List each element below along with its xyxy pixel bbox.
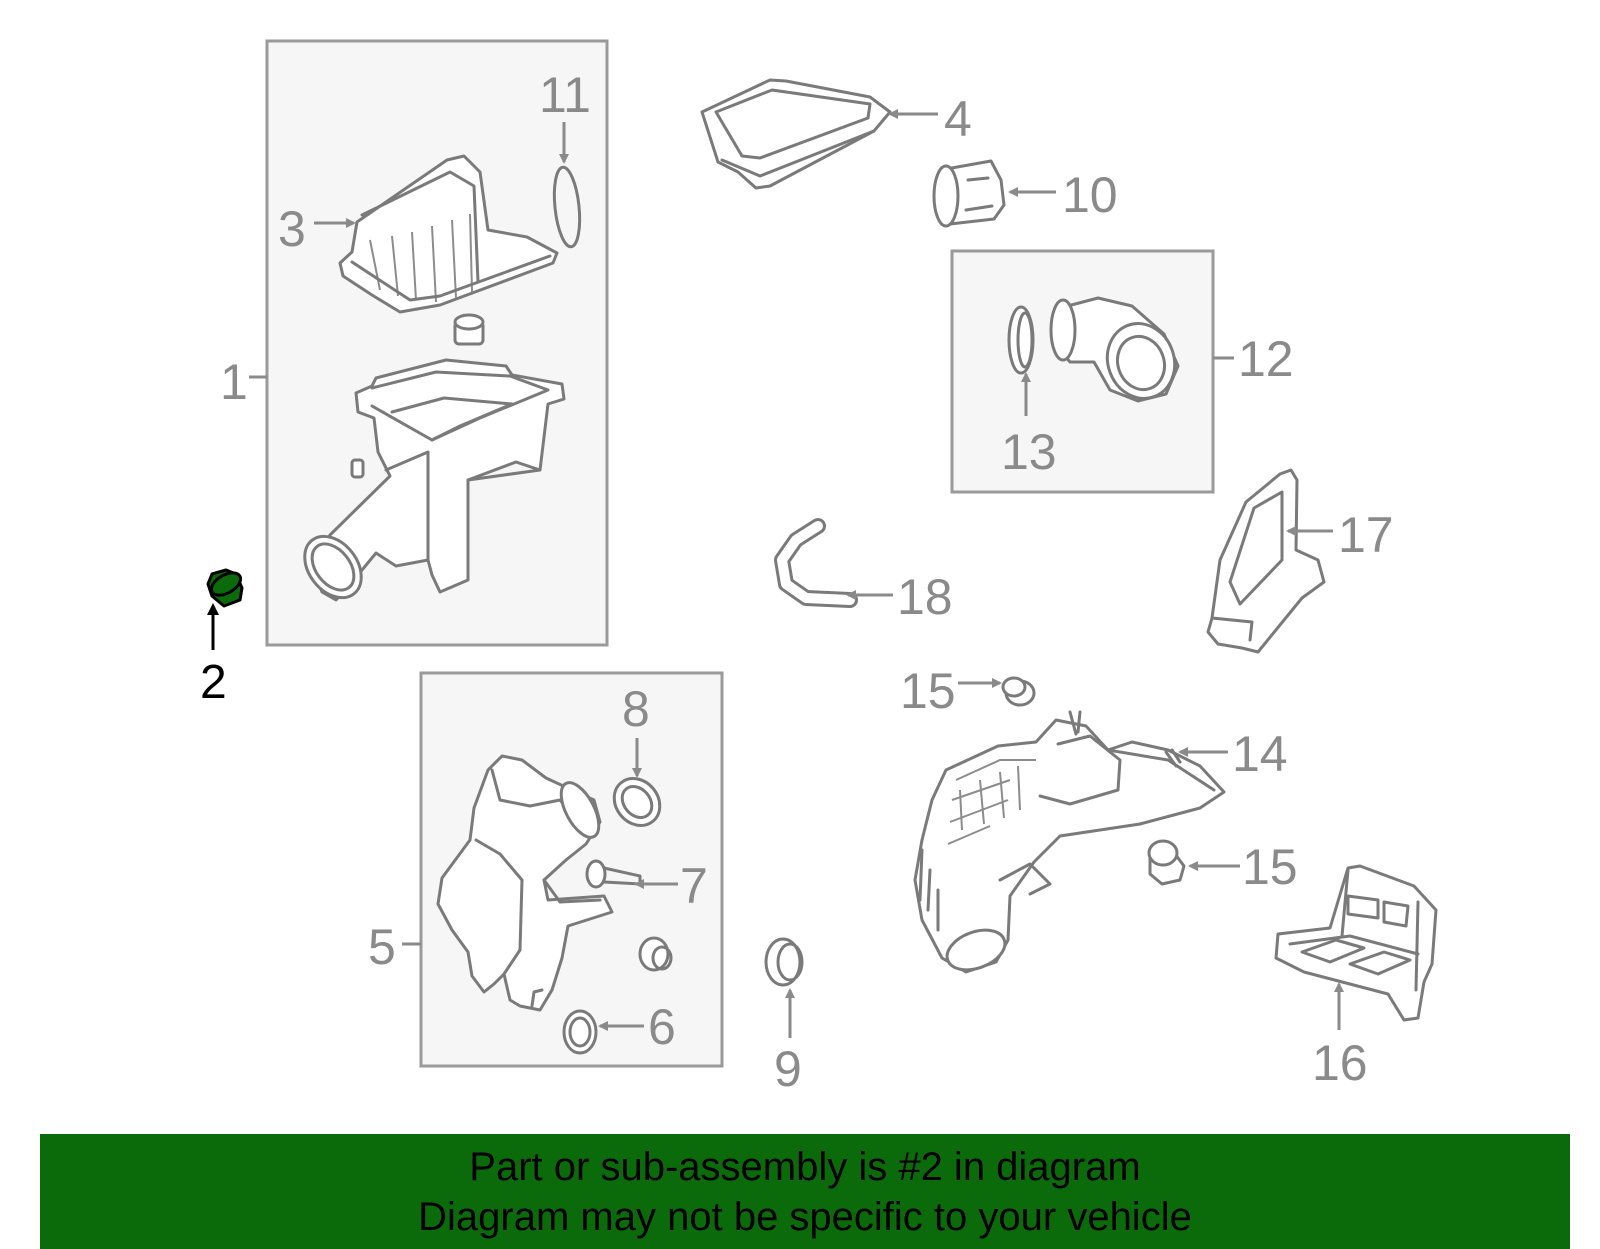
part-2-highlighted[interactable] bbox=[206, 568, 245, 608]
grommet-box-5[interactable] bbox=[638, 936, 673, 972]
part-6-seal[interactable] bbox=[562, 1009, 598, 1055]
callout-9: 9 bbox=[774, 1041, 802, 1097]
callout-15-upper: 15 bbox=[900, 663, 956, 719]
callout-4: 4 bbox=[944, 91, 972, 147]
part-15-clip-upper[interactable] bbox=[1001, 676, 1036, 707]
callout-14: 14 bbox=[1232, 726, 1288, 782]
part-12-outlet-duct[interactable] bbox=[1049, 296, 1185, 408]
callout-13: 13 bbox=[1001, 424, 1057, 480]
part-14-intake-duct[interactable] bbox=[913, 710, 1226, 977]
callout-2: 2 bbox=[200, 656, 227, 709]
part-5-resonator[interactable] bbox=[436, 754, 614, 1012]
callout-8: 8 bbox=[622, 681, 650, 737]
part-18-hose[interactable] bbox=[774, 518, 858, 608]
callout-16: 16 bbox=[1312, 1035, 1368, 1091]
part-16-shield[interactable] bbox=[1274, 864, 1438, 1022]
callout-3: 3 bbox=[278, 201, 306, 257]
callout-5: 5 bbox=[368, 919, 396, 975]
part-3-air-cleaner-cover[interactable] bbox=[338, 154, 559, 314]
callout-11: 11 bbox=[539, 67, 591, 123]
part-9-grommet[interactable] bbox=[764, 937, 804, 987]
part-11-seal[interactable] bbox=[551, 165, 583, 249]
callout-18: 18 bbox=[897, 569, 953, 625]
part-15-clip-lower[interactable] bbox=[1147, 839, 1186, 886]
grommet[interactable] bbox=[453, 313, 485, 346]
part-17-bracket[interactable] bbox=[1206, 468, 1326, 654]
banner-line-1: Part or sub-assembly is #2 in diagram bbox=[469, 1144, 1141, 1189]
part-4-filter-element[interactable] bbox=[700, 78, 892, 190]
part-13-clamp[interactable] bbox=[1007, 305, 1035, 375]
callout-12: 12 bbox=[1238, 331, 1294, 387]
callout-1: 1 bbox=[220, 354, 248, 410]
callout-17: 17 bbox=[1338, 507, 1394, 563]
callout-15-lower: 15 bbox=[1242, 839, 1298, 895]
banner-line-2: Diagram may not be specific to your vehi… bbox=[418, 1194, 1192, 1239]
callout-6: 6 bbox=[648, 999, 676, 1055]
part-1-air-cleaner-housing[interactable] bbox=[293, 358, 566, 609]
part-8-seal[interactable] bbox=[605, 769, 669, 834]
info-banner: Part or sub-assembly is #2 in diagram Di… bbox=[40, 1134, 1570, 1249]
callout-10: 10 bbox=[1062, 167, 1118, 223]
part-10-adapter[interactable] bbox=[932, 159, 1006, 228]
callout-7: 7 bbox=[680, 858, 708, 914]
